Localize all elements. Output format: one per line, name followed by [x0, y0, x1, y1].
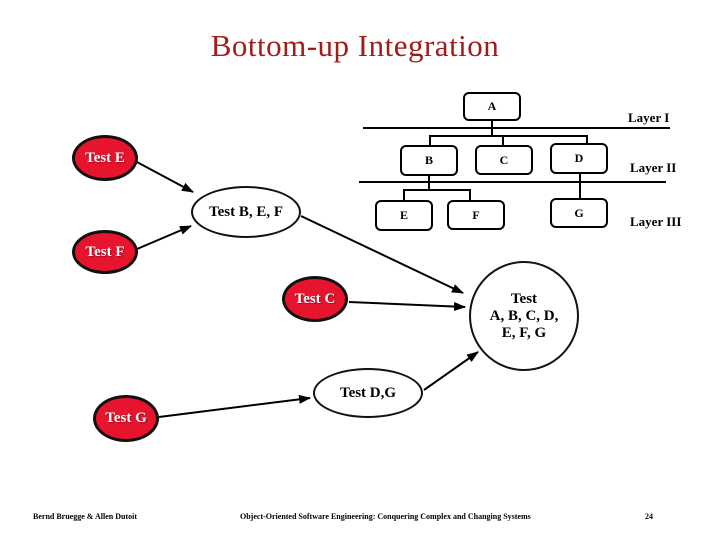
footer-authors: Bernd Bruegge & Allen Dutoit: [33, 512, 137, 521]
layer-separator-lines: [359, 127, 670, 183]
arrow-test-g-to-test-dg: [158, 394, 311, 418]
test-f-ellipse: Test F: [72, 230, 138, 274]
test-g-ellipse: Test G: [93, 395, 159, 442]
layer-label-1: Layer I: [628, 110, 670, 125]
test-all-label: Test A, B, C, D, E, F, G: [489, 290, 559, 341]
tree-node-c: C: [475, 145, 533, 175]
tree-node-d: D: [550, 143, 608, 174]
test-c-ellipse: Test C: [282, 276, 348, 322]
footer-book-title: Object-Oriented Software Engineering: Co…: [240, 512, 531, 521]
tree-connectors: [403, 121, 588, 201]
layer-label-3: Layer III: [630, 214, 682, 229]
test-bef-ellipse: Test B, E, F: [191, 186, 301, 238]
arrow-test-f-to-test-bef: [136, 225, 192, 250]
tree-node-a: A: [463, 92, 521, 121]
slide-title: Bottom-up Integration: [210, 28, 500, 63]
tree-node-f: F: [447, 200, 505, 230]
tree-node-g: G: [550, 198, 608, 228]
test-dg-ellipse: Test D,G: [313, 368, 423, 418]
test-flow-arrows: [134, 160, 479, 418]
test-all-circle: Test A, B, C, D, E, F, G: [469, 261, 579, 371]
arrow-test-e-to-test-bef: [134, 160, 194, 193]
layer-label-2: Layer II: [630, 160, 677, 175]
tree-node-b: B: [400, 145, 458, 176]
arrow-test-bef-to-test-all: [300, 215, 464, 294]
arrow-test-c-to-test-all: [348, 301, 466, 312]
footer-page-number: 24: [645, 512, 653, 521]
tree-node-e: E: [375, 200, 433, 231]
test-e-ellipse: Test E: [72, 135, 138, 181]
arrow-test-dg-to-test-all: [423, 351, 479, 391]
